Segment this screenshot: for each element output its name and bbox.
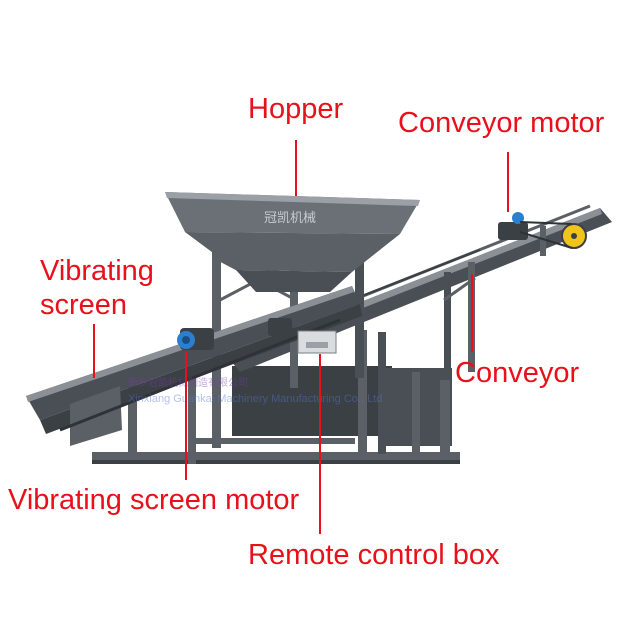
vibrating-screen-motor-label: Vibrating screen motor (8, 484, 300, 516)
base-frame (92, 330, 460, 464)
vibrating-screen-label: Vibrating screen (40, 254, 154, 322)
remote-control-box-shape (297, 330, 337, 354)
conveyor-label: Conveyor (455, 357, 580, 389)
remote-control-box-label: Remote control box (248, 539, 500, 571)
vibrating-screen-motor-shape (177, 318, 292, 350)
vibrating-screen-label-line2: screen (40, 289, 128, 321)
watermark-en: Xinxiang Guankai Machinery Manufacturing… (128, 393, 382, 405)
hopper-brand-text: 冠凯机械 (264, 210, 316, 225)
watermark: 新乡冠凯机械制造有限公司 Xinxiang Guankai Machinery … (128, 376, 382, 405)
vibrating-screen-label-line1: Vibrating (40, 255, 154, 287)
conveyor-motor-shape (498, 212, 587, 249)
hopper-label: Hopper (248, 93, 344, 125)
watermark-cn: 新乡冠凯机械制造有限公司 (128, 376, 248, 389)
hopper: 冠凯机械 (165, 192, 420, 292)
callout-lines (93, 140, 509, 534)
conveyor-motor-label: Conveyor motor (398, 107, 605, 139)
